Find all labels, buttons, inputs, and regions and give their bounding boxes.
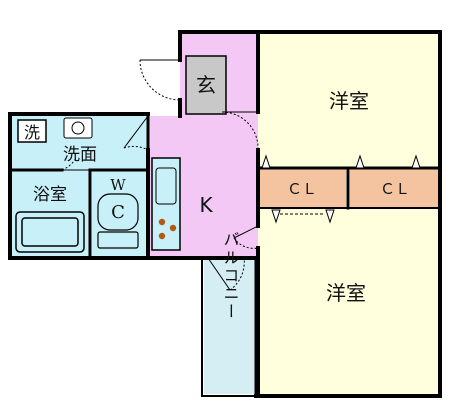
washroom-label: 洗面 [63,145,97,165]
kitchen-label: K [199,193,213,217]
door-swing-icon [123,115,149,151]
western-room-upper [258,34,440,168]
toilet-c-label: C [111,202,125,223]
entrance-label: 玄 [196,73,216,97]
closet-left [258,168,346,208]
door-swing-icon [207,257,245,291]
balcony-label: バルコニー [221,231,240,321]
door-swing-icon [139,59,181,101]
bath-label: 浴室 [33,185,67,205]
stove-icon [158,218,177,240]
toilet-icon [97,193,139,249]
western-room-upper-label: 洋室 [329,89,369,113]
toilet-w-label: W [110,176,126,194]
door-swing-icon [233,225,259,249]
closet-left-label: ＣＬ [287,180,317,198]
western-room-lower-label: 洋室 [326,281,366,305]
closet-right [350,168,440,208]
entrance-area [186,56,226,114]
closet-door-marks [261,154,421,224]
balcony-area [204,258,256,394]
bathtub-icon [15,211,85,253]
closet-right-label: ＣＬ [380,180,410,198]
western-room-lower [258,208,440,396]
door-swing-icon [61,157,90,171]
sink-icon [63,117,93,139]
door-swing-icon [221,111,259,149]
washer-label: 洗 [24,123,40,142]
